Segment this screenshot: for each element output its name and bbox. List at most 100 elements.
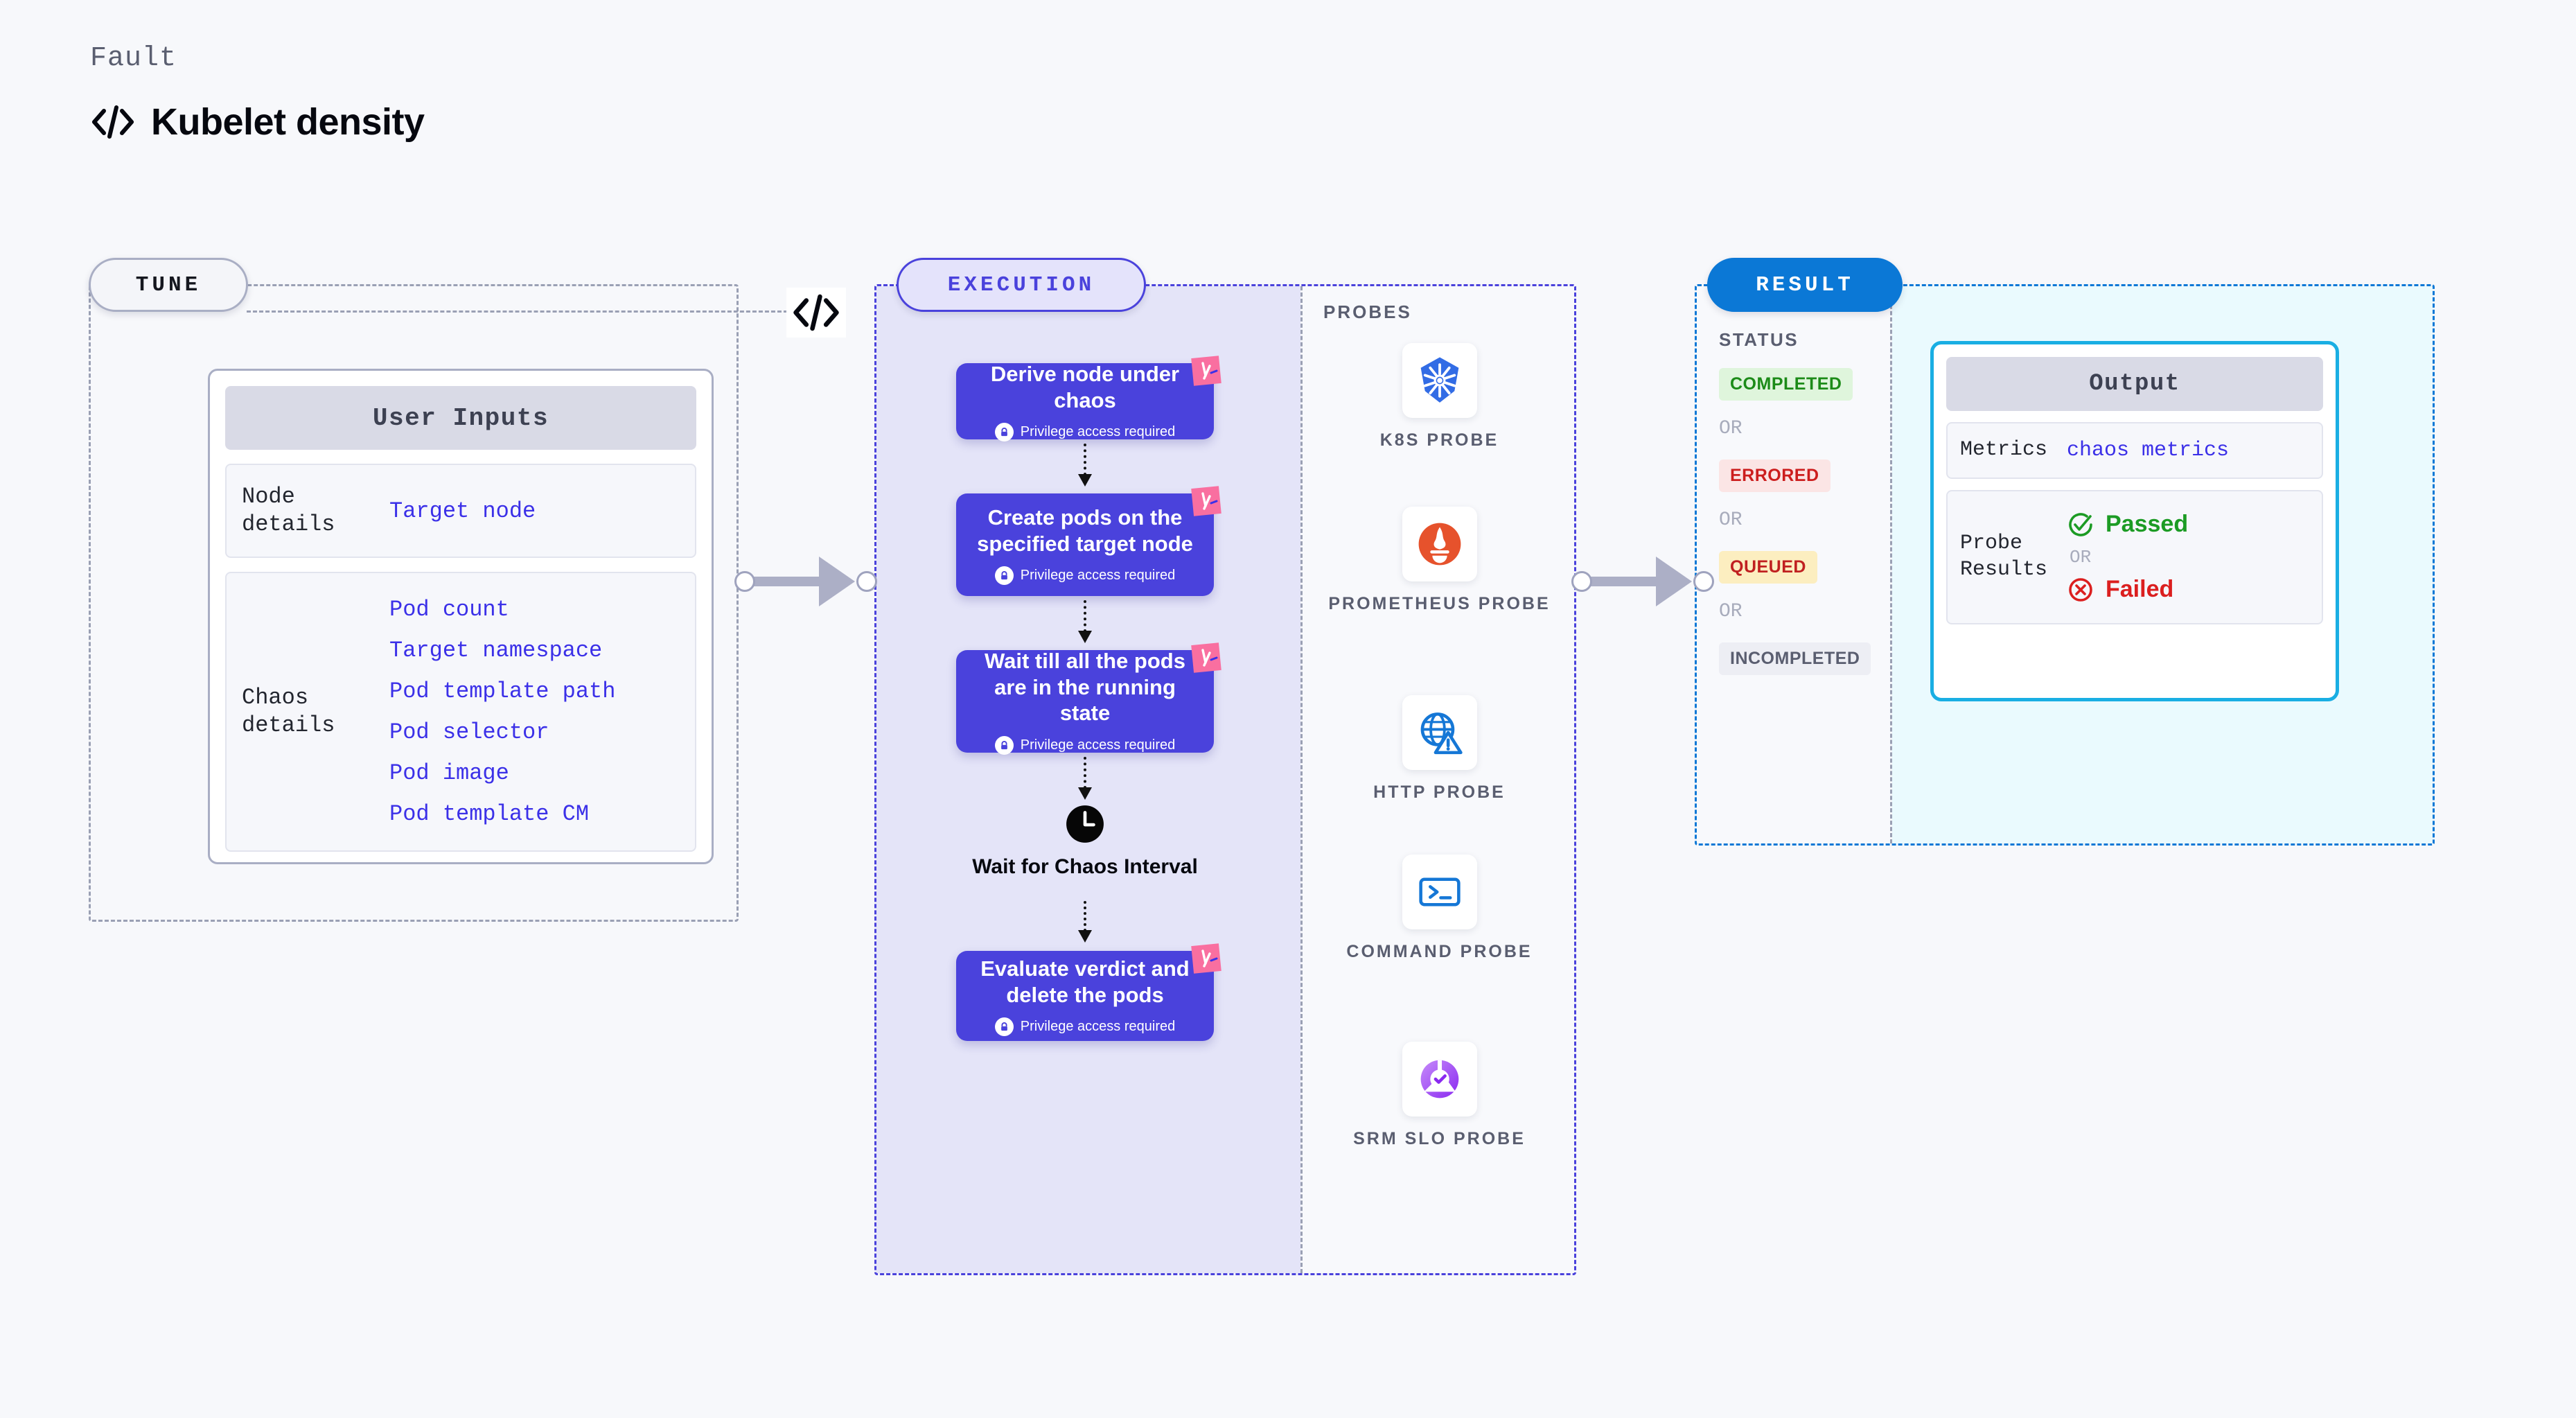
input-pod-template-cm[interactable]: Pod template CM — [389, 801, 590, 827]
step-privilege-note: Privilege access required — [994, 736, 1176, 755]
input-target-namespace[interactable]: Target namespace — [389, 638, 603, 663]
harness-ribbon-icon — [1191, 943, 1221, 974]
probe-results-key: Probe Results — [1960, 532, 2048, 581]
user-inputs-panel: User Inputs Node details Target node Cha… — [208, 369, 714, 864]
step-title: Evaluate verdict and delete the pods — [980, 956, 1190, 1007]
page-title: Kubelet density — [151, 101, 425, 143]
input-pod-count[interactable]: Pod count — [389, 597, 509, 622]
lock-icon — [994, 1017, 1014, 1037]
user-inputs-title: User Inputs — [225, 386, 696, 450]
probe-tile — [1402, 343, 1477, 418]
page-header: Fault Kubelet density — [90, 43, 425, 143]
lock-icon — [994, 566, 1014, 586]
step-title: Derive node under chaos — [990, 361, 1180, 412]
flow-arrow-1 — [1078, 444, 1092, 487]
fault-kicker: Fault — [90, 43, 177, 74]
probe-label: COMMAND PROBE — [1346, 942, 1533, 961]
output-card: Output Metrics chaos metrics Probe Resul… — [1930, 341, 2339, 701]
step-title: Create pods on the specified target node — [977, 505, 1193, 556]
connector-execution-to-result — [1571, 557, 1717, 606]
result-dashed-border — [1695, 284, 2435, 846]
probe-item-command[interactable]: COMMAND PROBE — [1303, 855, 1576, 964]
result-stage-badge[interactable]: RESULT — [1707, 258, 1903, 312]
status-chip-completed: COMPLETED — [1719, 368, 1853, 401]
probe-tile — [1402, 507, 1477, 581]
execution-step-evaluate-verdict[interactable]: Evaluate verdict and delete the pods Pri… — [956, 943, 1221, 1041]
wait-for-chaos-interval-node: Wait for Chaos Interval — [956, 804, 1214, 880]
metrics-key: Metrics — [1960, 438, 2048, 462]
probe-tile — [1402, 695, 1477, 770]
connector-arrowhead — [819, 557, 855, 606]
node-details-row: Node details Target node — [225, 464, 696, 558]
connector-start-dot — [734, 571, 755, 592]
status-or-1: OR — [1719, 418, 1743, 439]
probe-item-http[interactable]: HTTP PROBE — [1303, 695, 1576, 805]
kubernetes-icon — [1420, 357, 1458, 403]
input-target-node[interactable]: Target node — [389, 498, 536, 524]
step-sub-text: Privilege access required — [1020, 737, 1176, 753]
passed-label: Passed — [2106, 511, 2189, 537]
probe-result-passed: Passed — [2067, 511, 2188, 539]
status-or-2: OR — [1719, 509, 1743, 531]
connector-start-dot — [1571, 571, 1592, 592]
execution-stage: PROBES — [874, 258, 1578, 1277]
output-metrics-row: Metrics chaos metrics — [1946, 422, 2323, 479]
input-pod-image[interactable]: Pod image — [389, 760, 509, 786]
harness-ribbon-icon — [1191, 642, 1221, 673]
step-sub-text: Privilege access required — [1020, 424, 1176, 440]
tune-dashed-border — [89, 284, 739, 922]
flow-arrow-4 — [1078, 901, 1092, 943]
harness-ribbon-icon — [1191, 486, 1221, 516]
tune-stage-badge[interactable]: TUNE — [89, 258, 248, 312]
execution-dashed-border — [874, 284, 1576, 1275]
execution-step-wait-pods-running[interactable]: Wait till all the pods are in the runnin… — [956, 642, 1221, 755]
lock-icon — [994, 423, 1014, 442]
probe-item-prometheus[interactable]: PROMETHEUS PROBE — [1303, 507, 1576, 616]
step-title: Wait till all the pods are in the runnin… — [985, 648, 1185, 726]
srm-slo-icon — [1420, 1060, 1458, 1098]
probe-item-srm-slo[interactable]: SRM SLO PROBE — [1303, 1042, 1576, 1151]
tune-badge-connector-line — [247, 310, 794, 313]
metrics-values: chaos metrics — [2067, 439, 2229, 462]
status-chip-queued: QUEUED — [1719, 551, 1817, 584]
chaos-details-key: Chaos details — [242, 685, 335, 738]
step-privilege-note: Privilege access required — [994, 566, 1175, 586]
input-pod-template-path[interactable]: Pod template path — [389, 679, 616, 704]
fault-title-row: Kubelet density — [90, 100, 425, 143]
step-privilege-note: Privilege access required — [994, 1017, 1175, 1037]
execution-step-create-pods[interactable]: Create pods on the specified target node… — [956, 486, 1221, 596]
lock-icon — [994, 736, 1014, 755]
input-pod-selector[interactable]: Pod selector — [389, 719, 549, 745]
step-privilege-note: Privilege access required — [994, 423, 1176, 442]
prometheus-icon — [1418, 523, 1461, 566]
node-details-values: Target node — [389, 498, 536, 524]
connector-tune-to-execution — [734, 557, 880, 606]
output-title: Output — [1946, 357, 2323, 411]
status-chip-incompleted: INCOMPLETED — [1719, 642, 1871, 675]
node-details-key: Node details — [242, 484, 335, 537]
metrics-value-chaos-metrics[interactable]: chaos metrics — [2067, 438, 2230, 462]
probe-label: K8S PROBE — [1379, 430, 1499, 450]
probes-column: PROBES — [1300, 286, 1574, 1273]
output-probe-results-row: Probe Results Passed OR Failed — [1946, 489, 2323, 624]
connector-end-dot — [856, 571, 877, 592]
flow-arrow-3 — [1078, 757, 1092, 800]
status-label: STATUS — [1719, 329, 1799, 350]
connector-end-dot — [1693, 571, 1714, 592]
probe-tile — [1402, 855, 1477, 929]
x-circle-icon — [2069, 577, 2092, 602]
probe-result-failed: Failed — [2067, 576, 2188, 604]
execution-step-derive-node[interactable]: Derive node under chaos Privilege access… — [956, 356, 1221, 442]
probe-item-k8s[interactable]: K8S PROBE — [1303, 343, 1576, 453]
probes-label: PROBES — [1323, 301, 1412, 322]
harness-ribbon-icon — [1191, 356, 1221, 386]
execution-stage-badge[interactable]: EXECUTION — [897, 258, 1146, 312]
probe-label: SRM SLO PROBE — [1353, 1129, 1526, 1148]
result-status-column: STATUS COMPLETED OR ERRORED OR QUEUED OR… — [1697, 286, 1892, 843]
check-circle-icon — [2069, 512, 2092, 536]
status-or-3: OR — [1719, 601, 1743, 622]
wait-node-label: Wait for Chaos Interval — [972, 855, 1198, 878]
code-icon — [92, 105, 134, 139]
probe-label: HTTP PROBE — [1373, 782, 1506, 802]
result-stage: STATUS COMPLETED OR ERRORED OR QUEUED OR… — [1695, 258, 2436, 847]
